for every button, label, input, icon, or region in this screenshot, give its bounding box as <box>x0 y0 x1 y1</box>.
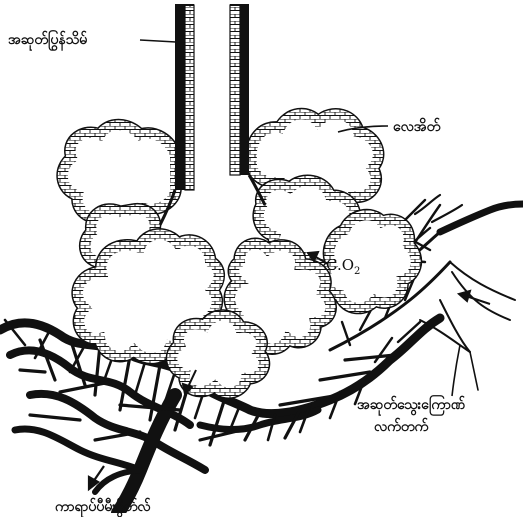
capillary-label-line1: အဆုတ်သွေးကြောဏ် <box>357 398 465 412</box>
co2-label-subscript: 2 <box>354 266 360 277</box>
alveolus-label: လေအိတ် <box>393 120 440 134</box>
arrow-icon <box>459 291 490 304</box>
bottom-caption: ကာရာပ်ပီမီးဂွိတ်လ် <box>55 500 151 514</box>
co2-label-main: C.O <box>326 256 354 274</box>
co2-label: C.O2 <box>326 258 360 277</box>
bronchiole-label: အဆုတ်ပြွန်သိမ် <box>8 33 87 47</box>
capillary-label-line2: လက်တက် <box>374 420 428 434</box>
bronchiole-tube <box>160 5 265 225</box>
